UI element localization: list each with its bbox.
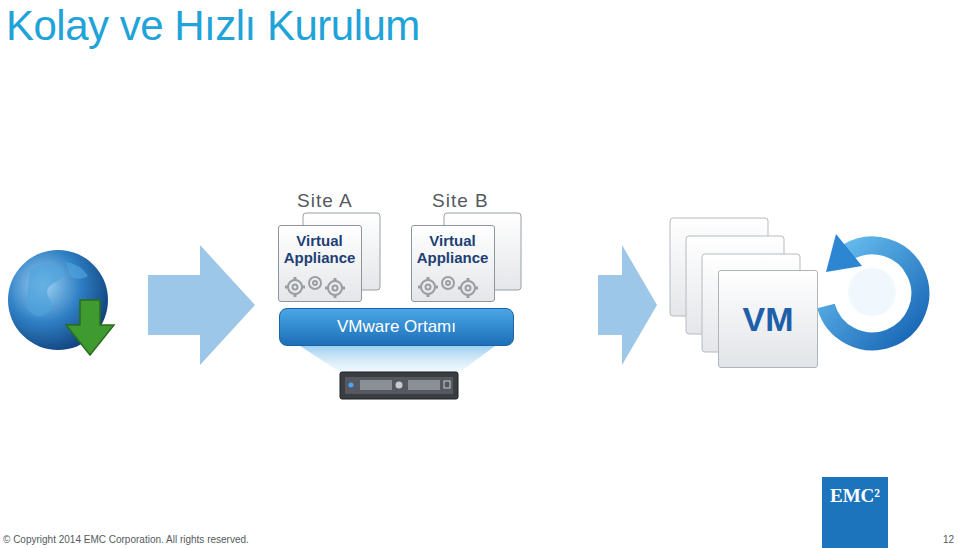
environment-band: VMware Ortamı: [279, 308, 514, 346]
page-number: 12: [943, 534, 954, 545]
gear-icons: [412, 273, 489, 299]
emc-logo: EMC²: [822, 477, 888, 548]
vm-card: VM: [718, 270, 818, 368]
globe-download-icon: [8, 250, 114, 355]
block-arrow: [148, 245, 255, 365]
node-text: Virtual Appliance: [412, 226, 494, 266]
refresh-icon: [826, 234, 920, 341]
virtual-appliance-card: Virtual Appliance: [278, 225, 362, 302]
block-arrow: [598, 245, 657, 365]
gear-icons: [279, 273, 356, 299]
projection-beam: [300, 346, 495, 372]
copyright-note: © Copyright 2014 EMC Corporation. All ri…: [3, 534, 249, 545]
server-icon: [340, 372, 458, 399]
node-text: Virtual Appliance: [279, 226, 361, 266]
site-label: Site B: [432, 190, 489, 212]
node-text: VMware Ortamı: [337, 317, 456, 337]
site-label: Site A: [297, 190, 353, 212]
node-text: EMC²: [830, 477, 880, 548]
node-text: VM: [743, 300, 794, 339]
virtual-appliance-card: Virtual Appliance: [411, 225, 495, 302]
slide-title: Kolay ve Hızlı Kurulum: [6, 2, 420, 50]
vm-card-back: [702, 254, 800, 352]
